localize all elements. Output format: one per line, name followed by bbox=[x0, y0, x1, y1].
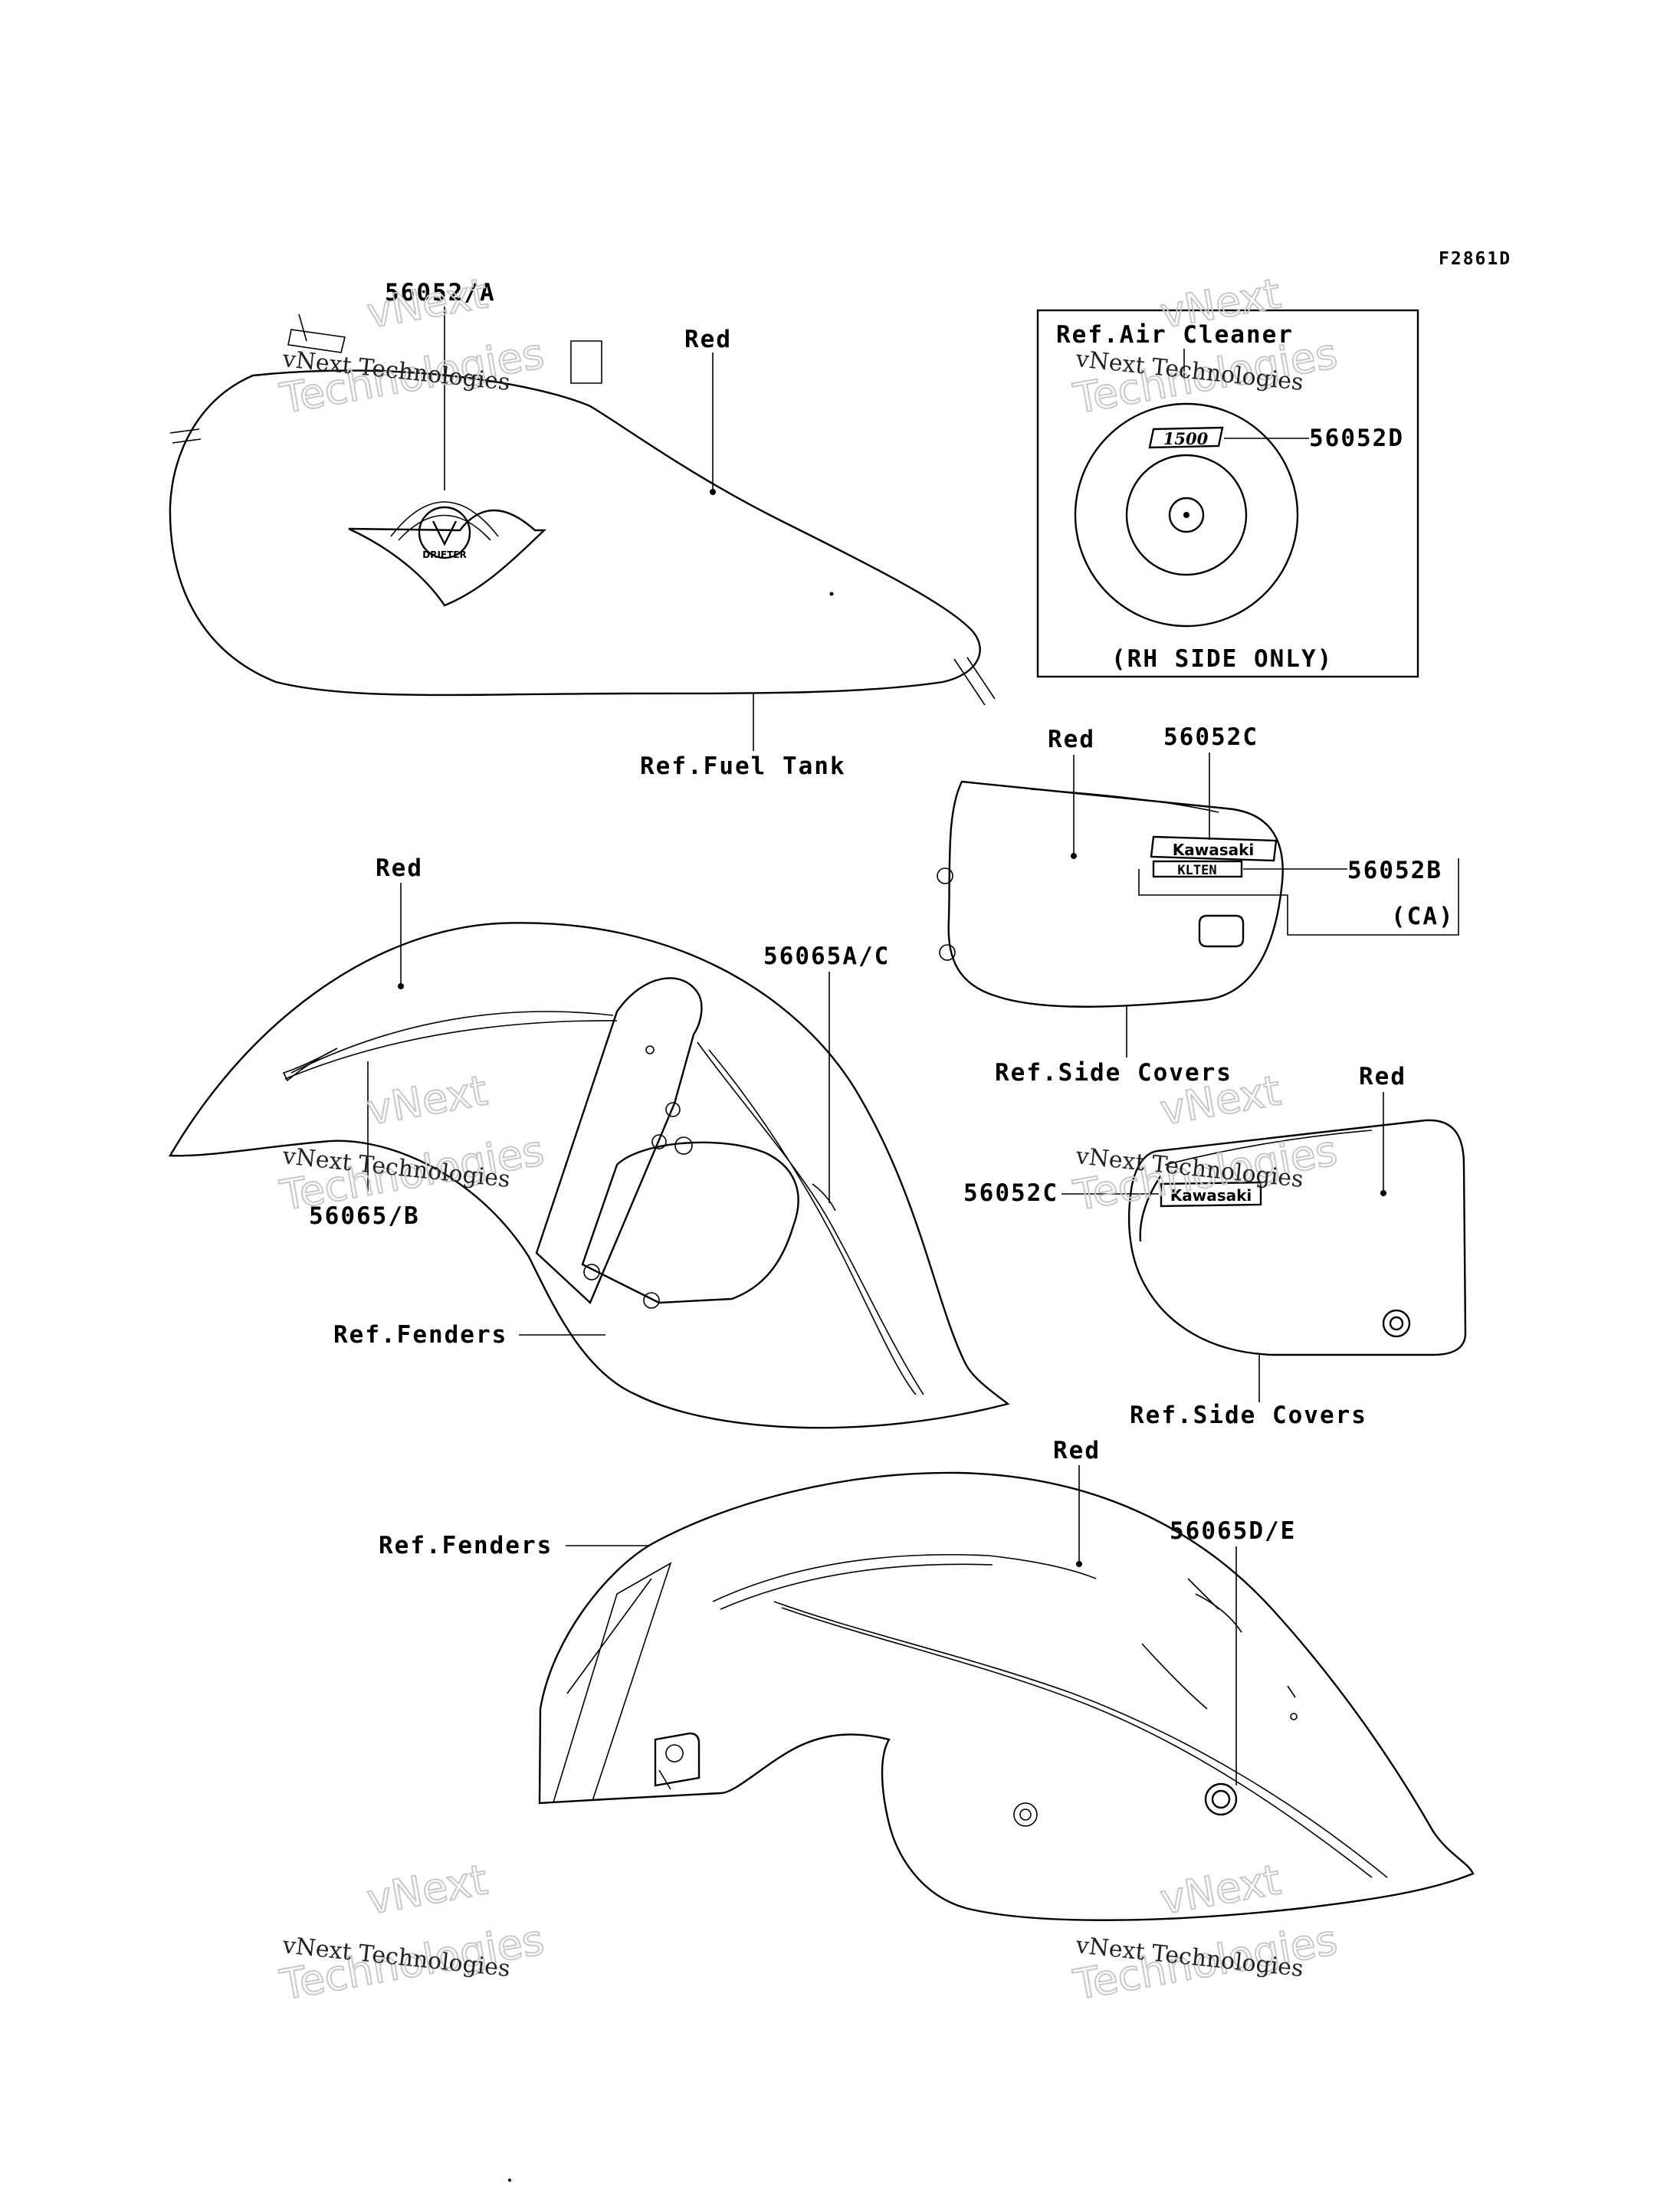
brand-right-decal: Kawasaki bbox=[1170, 1186, 1252, 1205]
rear-fender-drawing bbox=[538, 1471, 1475, 1921]
fuel-tank-drawing: DRIFTER bbox=[169, 313, 996, 706]
label-side-cover-right-part-c: 56052C bbox=[963, 1179, 1058, 1207]
displacement-decal: 1500 bbox=[1163, 429, 1209, 448]
label-side-covers-ref-2: Ref.Side Covers bbox=[1130, 1402, 1367, 1429]
tank-color-dot bbox=[710, 489, 716, 495]
side-cover-right-drawing: Kawasaki bbox=[1127, 1119, 1467, 1356]
front-fender-drawing bbox=[168, 922, 1010, 1429]
watermark-6: vNext Technologies bbox=[1069, 1854, 1342, 2010]
label-side-cover-left-part-c: 56052C bbox=[1163, 723, 1258, 751]
label-side-cover-left-color: Red bbox=[1048, 726, 1095, 753]
label-front-fender-part-b: 56065/B bbox=[309, 1202, 420, 1230]
watermark-5: vNext Technologies bbox=[276, 1854, 549, 2010]
label-front-fender-color: Red bbox=[376, 854, 423, 882]
stray-mark bbox=[508, 2179, 511, 2182]
label-side-covers-ref-1: Ref.Side Covers bbox=[995, 1059, 1232, 1087]
label-side-cover-left-part-b: 56052B bbox=[1347, 857, 1442, 884]
label-side-cover-right-color: Red bbox=[1359, 1063, 1406, 1090]
label-fenders-ref-2: Ref.Fenders bbox=[379, 1532, 553, 1559]
label-fuel-tank-ref: Ref.Fuel Tank bbox=[640, 753, 846, 780]
svg-text:vNext: vNext bbox=[1157, 1855, 1284, 1923]
fuel-tank-emblem: DRIFTER bbox=[348, 501, 547, 607]
air-cleaner-panel: 1500 bbox=[1036, 309, 1419, 678]
label-rear-fender-color: Red bbox=[1053, 1437, 1101, 1464]
label-air-cleaner-note: (RH SIDE ONLY) bbox=[1111, 645, 1333, 673]
badge-text: DRIFTER bbox=[422, 549, 467, 560]
label-air-cleaner-ref: Ref.Air Cleaner bbox=[1056, 321, 1294, 349]
label-fenders-ref-1: Ref.Fenders bbox=[333, 1321, 507, 1349]
svg-text:vNext: vNext bbox=[363, 1066, 491, 1134]
figure-id: F2861D bbox=[1439, 249, 1511, 269]
label-rear-fender-part-de: 56065D/E bbox=[1170, 1517, 1296, 1545]
label-tank-color: Red bbox=[684, 326, 732, 353]
side-cover-left-drawing: Kawasaki KLTEN bbox=[937, 780, 1284, 1008]
watermark-1: vNext Technologies bbox=[276, 268, 549, 424]
label-side-cover-left-part-b-note: (CA) bbox=[1391, 903, 1455, 930]
watermark-3: vNext Technologies bbox=[276, 1065, 549, 1221]
svg-text:vNext: vNext bbox=[363, 269, 491, 337]
brand-left-decal: Kawasaki bbox=[1173, 841, 1255, 859]
label-air-cleaner-part: 56052D bbox=[1309, 425, 1404, 452]
bracket-ca bbox=[1138, 858, 1459, 936]
label-tank-emblem: 56052/A bbox=[385, 279, 496, 307]
label-front-fender-part-ac: 56065A/C bbox=[763, 943, 890, 970]
svg-text:vNext: vNext bbox=[363, 1855, 491, 1923]
brand-left-sub-decal: KLTEN bbox=[1177, 863, 1216, 878]
